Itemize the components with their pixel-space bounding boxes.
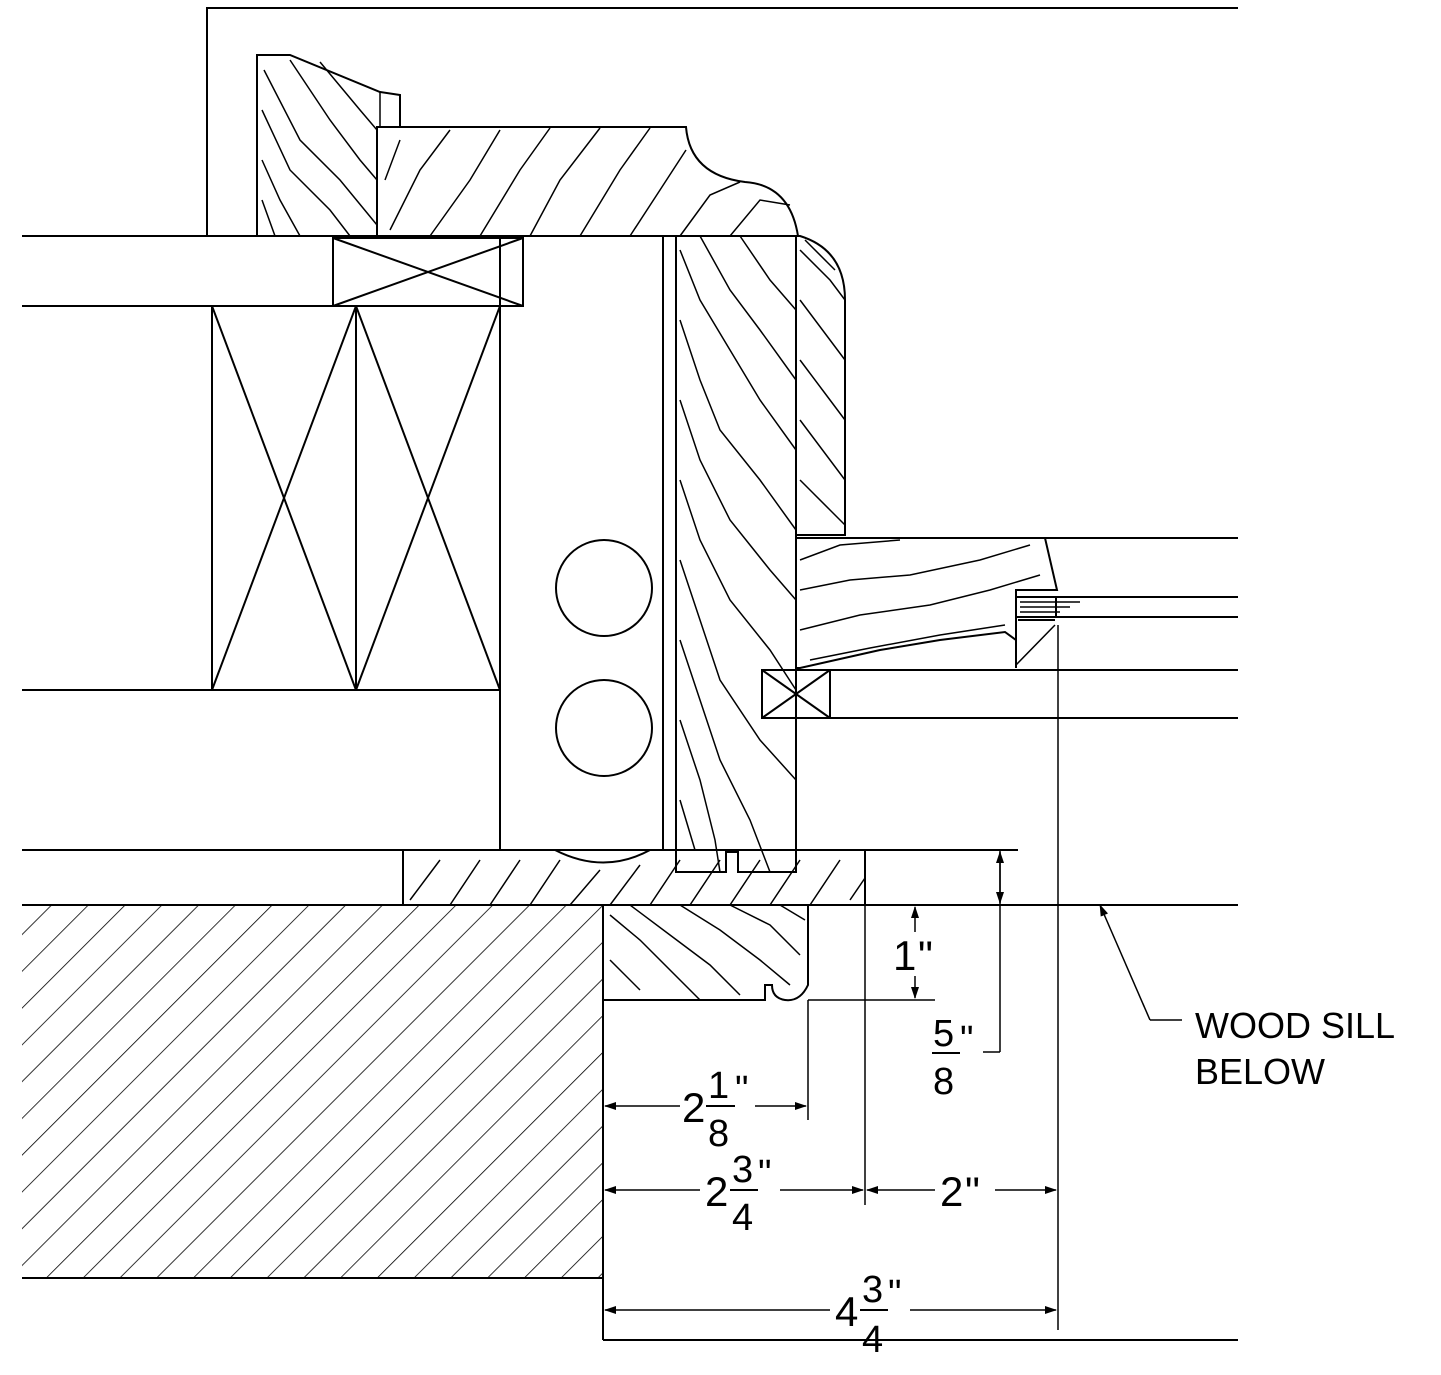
dim-5-8-num: 5	[933, 1013, 954, 1055]
dim-4-3-4-den: 4	[862, 1319, 883, 1361]
stud-blocking	[211, 305, 501, 691]
dim-2-3-4-den: 4	[732, 1197, 753, 1239]
masonry-hatch	[22, 905, 1238, 1341]
dim-2-1-8-den: 8	[708, 1113, 729, 1155]
dim-2-1-8-whole: 2	[682, 1084, 705, 1131]
dim-2-whole: 2	[940, 1168, 963, 1215]
wood-sill-below	[602, 904, 809, 1002]
dim-4-3-4-num: 3	[862, 1269, 883, 1311]
outer-wall-outline	[206, 7, 1238, 237]
wood-sill-leader	[1099, 904, 1182, 1021]
dim-5-8-unit: "	[960, 1019, 974, 1061]
casing-trim-top	[256, 54, 401, 237]
sash-bottom-rail	[795, 537, 1059, 669]
backer-rod-lower	[555, 679, 653, 777]
glazing	[1015, 596, 1238, 618]
dimension-4-3-4in: 4 3 4 "	[604, 1269, 1057, 1361]
dim-1-unit: "	[918, 932, 933, 979]
dimension-2in: 2 "	[866, 1168, 1057, 1215]
dimension-1in: 1 "	[893, 906, 940, 999]
dim-2-unit: "	[965, 1168, 980, 1215]
dim-2-3-4-num: 3	[732, 1149, 753, 1191]
dim-1-whole: 1	[893, 932, 916, 979]
cavity	[499, 236, 664, 850]
note-line-1: WOOD SILL	[1195, 1005, 1395, 1046]
sash-blocking	[761, 669, 831, 719]
dim-4-3-4-whole: 4	[835, 1288, 858, 1335]
dim-2-1-8-num: 1	[708, 1065, 729, 1107]
note-line-2: BELOW	[1195, 1051, 1325, 1092]
exterior-casing	[795, 235, 846, 536]
backer-rod-upper	[555, 539, 653, 637]
dimension-2-1-8in: 2 1 8 "	[604, 1065, 807, 1155]
dim-4-3-4-unit: "	[888, 1273, 902, 1315]
dim-2-3-4-whole: 2	[705, 1168, 728, 1215]
side-jamb	[675, 235, 797, 873]
head-jamb	[376, 126, 800, 237]
dim-2-3-4-unit: "	[758, 1153, 772, 1195]
extension-lines	[807, 625, 1059, 1330]
dim-5-8-den: 8	[933, 1061, 954, 1103]
dim-2-1-8-unit: "	[735, 1069, 749, 1111]
sill-board	[402, 849, 866, 906]
dimension-2-3-4in: 2 3 4 "	[604, 1149, 864, 1239]
dimension-5-8in: 5 8 "	[932, 851, 1004, 1103]
header-blocking	[332, 237, 524, 307]
exterior-lines	[796, 537, 1238, 719]
